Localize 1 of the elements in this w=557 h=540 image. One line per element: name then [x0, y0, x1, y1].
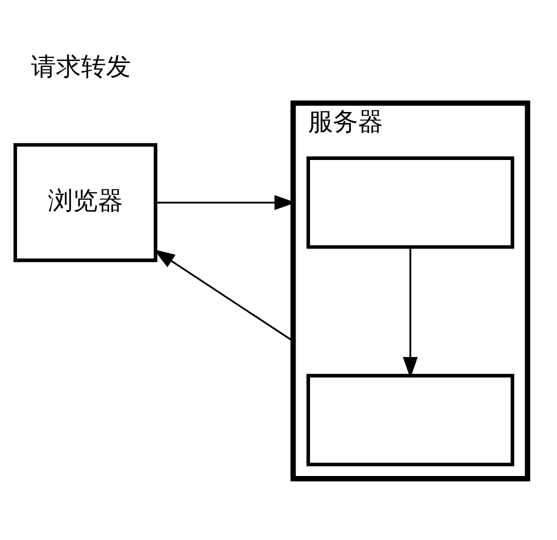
- diagram-title: 请求转发: [30, 52, 131, 81]
